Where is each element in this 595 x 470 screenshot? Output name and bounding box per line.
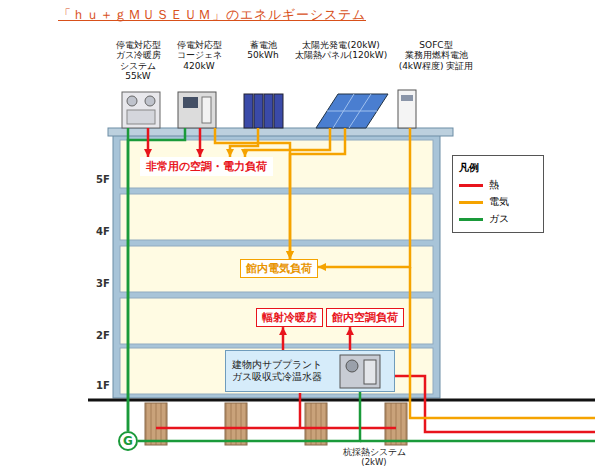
legend-row: ガス [459,212,537,226]
legend-text: 熱 [489,178,499,192]
floor-label: 3F [96,278,110,289]
unit-panel [183,97,198,108]
node-text: 蓄電池 50kWh [234,40,292,61]
gas-meter-circle: G [118,431,138,451]
load-box: 館内空調負荷 [326,308,404,327]
roof-slab [108,128,453,136]
foundation-pile [305,403,327,445]
chiller-part [364,360,376,384]
node-text: 太陽光発電(20kW) 太陽熱パネル(120kW) [292,40,390,61]
heat-line [199,128,202,157]
heat-line [349,327,352,350]
unit-fan [127,96,137,106]
solar-panel [316,94,388,128]
diagram-title: 「ｈｕ＋ｇＭＵＳＥＵＭ」のエネルギーシステム [58,6,366,24]
pile-heat-line [299,393,302,428]
node-text: 非常用の空調・電力負荷 [146,160,267,173]
floor-label: 4F [96,226,110,237]
battery-cell [244,94,253,128]
equipment-label: SOFC型 業務用燃料電池 (4kW程度) 実証用 [392,40,480,128]
power-line [318,128,410,267]
battery-cell [274,94,283,128]
legend-row: 電気 [459,195,537,209]
power-line [290,128,345,259]
legend-swatch [459,184,483,187]
foundation-pile [145,403,167,445]
battery-cell [264,94,273,128]
heat-line [147,128,150,157]
battery-cell [254,94,263,128]
foundation-pile [225,403,247,445]
gas-main-line [360,440,595,443]
node-text: 館内電気負荷 [246,262,312,275]
floor-label: 1F [96,380,110,391]
sofc-unit [398,90,416,128]
grid-power-line [410,267,595,418]
floor-room [120,140,433,188]
floor-label: 2F [96,330,110,341]
node-text: 停電対応型 ガス冷暖房 システム 55kW [108,40,168,81]
panel-grid [333,94,354,128]
pile-system-label: 杭採熱システム (2kW) [334,447,414,467]
load-box: 輻射冷暖房 [256,308,323,327]
node-text: G [120,433,136,449]
power-line [215,128,290,259]
heat-line [282,327,285,350]
equipment-label: 停電対応型 コージェネ 420kW [168,40,230,128]
legend-text: ガス [489,212,509,226]
legend-title: 凡例 [459,161,537,175]
equipment-label: 蓄電池 50kWh [234,40,292,128]
load-box: 非常用の空調・電力負荷 [140,157,273,176]
equipment-label: 太陽光発電(20kW) 太陽熱パネル(120kW) [292,40,390,128]
panel-grid [349,94,371,128]
floor-room [120,246,433,292]
node-text: 輻射冷暖房 [262,311,317,324]
cogeneration-unit [178,92,216,128]
absorption-chiller [340,355,380,388]
floor-label: 5F [96,174,110,185]
equipment-label: 停電対応型 ガス冷暖房 システム 55kW [108,40,168,128]
legend-swatch [459,201,483,204]
gas-heatpump-unit [122,92,160,128]
subplant-fill [225,350,395,392]
node-text: 館内空調負荷 [332,311,398,324]
gas-line [138,392,360,441]
floor-room [120,194,433,240]
chiller-part [346,360,358,372]
unit-panel [202,97,211,123]
node-text: 建物内サブプラント ガス吸収式冷温水器 [232,359,337,383]
legend-text: 電気 [489,195,509,209]
panel-grid [327,111,377,112]
load-box: 館内電気負荷 [240,259,318,278]
ground-line [88,399,595,402]
foundation-pile [385,403,407,445]
unit-fan [145,96,155,106]
legend-box: 凡例熱電気ガス [452,155,544,233]
unit-panel [127,110,155,124]
floor-room [120,298,433,344]
subplant-box: 建物内サブプラント ガス吸収式冷温水器 [225,350,395,392]
unit-panel [401,95,413,101]
legend-swatch [459,218,483,221]
floor-room [120,348,433,394]
node-text: SOFC型 業務用燃料電池 (4kW程度) 実証用 [392,40,480,71]
node-text: 停電対応型 コージェネ 420kW [168,40,230,71]
legend-row: 熱 [459,178,537,192]
heat-export-line [395,376,595,432]
building-body [113,132,440,398]
